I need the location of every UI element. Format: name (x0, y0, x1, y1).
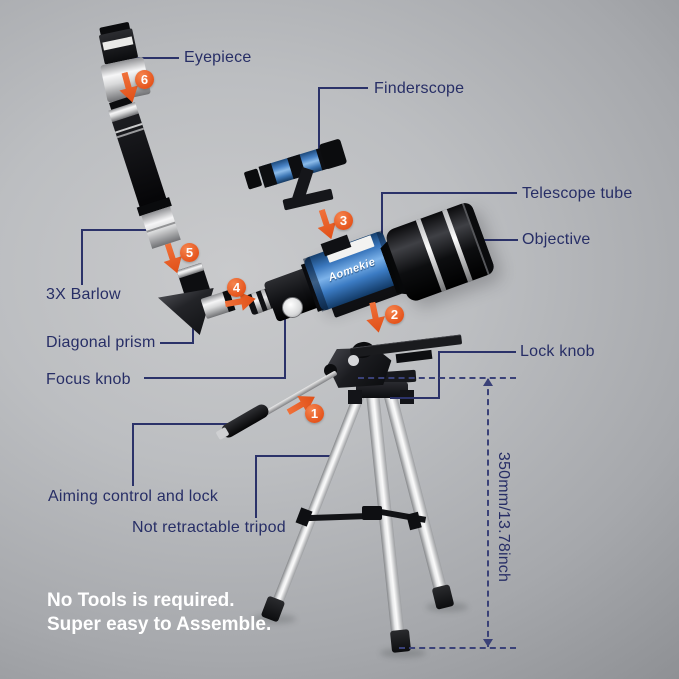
telescope-tube-label: Telescope tube (522, 185, 633, 202)
measure-arrowhead-down (483, 639, 493, 647)
foot-shadow (380, 648, 426, 658)
drawtube-ring (251, 292, 264, 314)
measure-arrowhead-up (483, 378, 493, 386)
tripod-foot (389, 629, 412, 653)
leader-tripod-v (255, 455, 257, 518)
step-badge-6: 6 (135, 70, 154, 89)
leader-telescope-tube-v (381, 192, 383, 248)
mount-leg-clamp (348, 390, 362, 404)
leader-aiming-h (132, 423, 232, 425)
barlow-body (112, 113, 167, 208)
leader-eyepiece (125, 57, 179, 59)
barlow-nose-line (146, 221, 176, 233)
measure-text: 350mm/13.78inch (495, 451, 512, 583)
eyepiece-label-band (102, 36, 134, 51)
footer-line-2: Super easy to Assemble. (47, 614, 272, 635)
measure-line-bottom (399, 647, 516, 649)
leader-lock-h2 (390, 397, 440, 399)
step-badge-4: 4 (227, 278, 246, 297)
step-badge-5: 5 (180, 243, 199, 262)
leader-finderscope-v (318, 87, 320, 161)
eyepiece (88, 19, 155, 106)
leader-finderscope-h (318, 87, 368, 89)
finderscope-bracket-foot (282, 188, 334, 211)
leader-lock-v (438, 351, 440, 399)
mount-bolt-hole (348, 355, 359, 366)
leader-barlow-v (81, 229, 83, 285)
objective-ring (415, 218, 447, 292)
aiming-control-label: Aiming control and lock (48, 488, 219, 505)
leader-tripod-h (255, 455, 338, 457)
mount-hub (356, 382, 408, 398)
measure-line-vertical (487, 379, 489, 647)
step-badge-1: 1 (305, 404, 324, 423)
measure-line-top (358, 377, 516, 379)
leader-focus-v (284, 318, 286, 379)
leader-objective (474, 239, 518, 241)
focus-knob-label: Focus knob (46, 371, 131, 388)
leader-barlow-h (81, 229, 164, 231)
step-badge-3: 3 (334, 211, 353, 230)
tripod-label: Not retractable tripod (132, 519, 286, 536)
barlow-nosepiece (141, 206, 181, 249)
footer-text: No Tools is required. Super easy to Asse… (47, 590, 271, 636)
leader-focus-h (144, 377, 286, 379)
leader-telescope-tube-h (381, 192, 517, 194)
focus-knob (282, 297, 303, 318)
tripod-spreader-hub (362, 506, 382, 520)
diagonal-prism-label: Diagonal prism (46, 334, 156, 351)
step-badge-2: 2 (385, 305, 404, 324)
leader-aiming-v (132, 423, 134, 486)
objective-label: Objective (522, 231, 591, 248)
leader-lock-h1 (438, 351, 516, 353)
barlow-label: 3X Barlow (46, 286, 121, 303)
lock-knob-label: Lock knob (520, 343, 595, 360)
footer-line-1: No Tools is required. (47, 590, 235, 611)
mount-saddle-block (395, 349, 433, 364)
barlow-lens (102, 94, 183, 250)
finderscope-label: Finderscope (374, 80, 465, 97)
leader-prism-h (160, 342, 194, 344)
tripod-foot (431, 584, 455, 610)
eyepiece-label: Eyepiece (184, 49, 252, 66)
prism-holder-ring (176, 262, 204, 279)
